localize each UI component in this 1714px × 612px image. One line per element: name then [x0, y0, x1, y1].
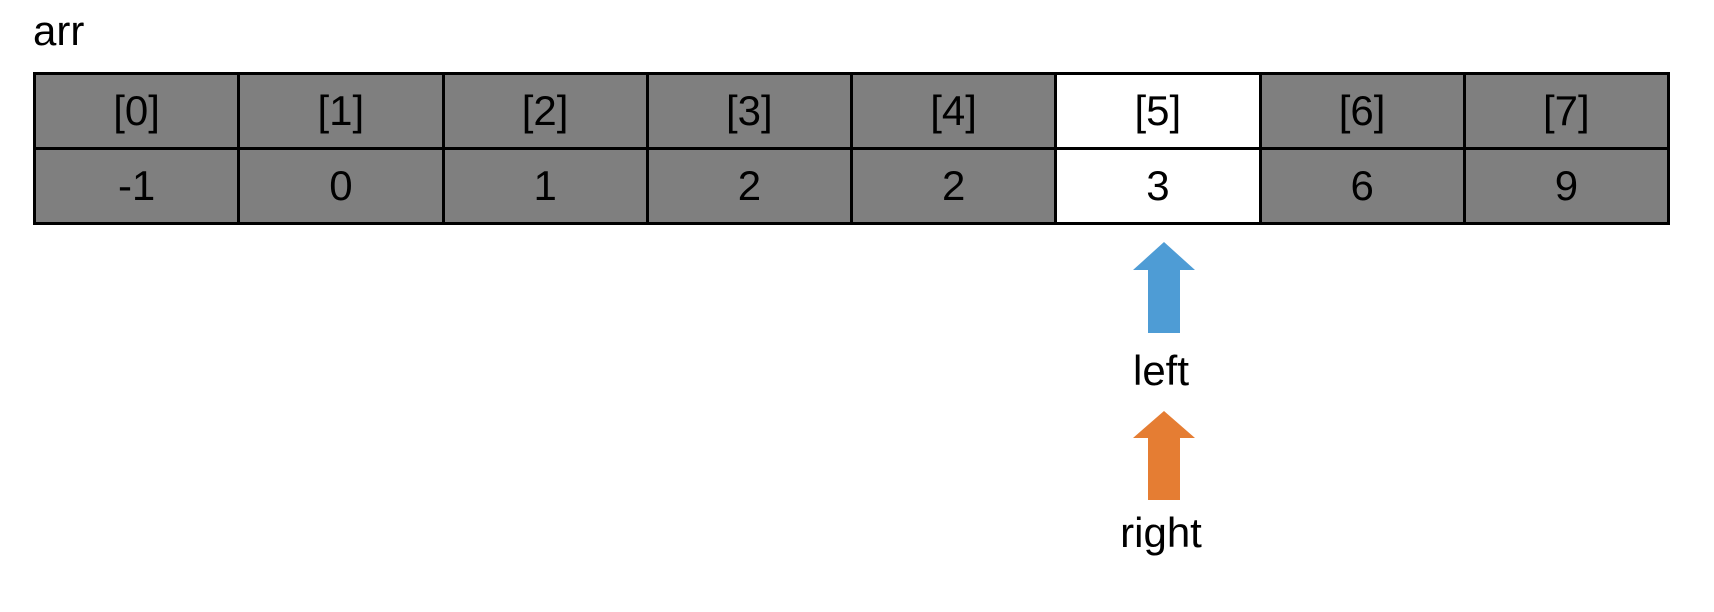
index-cell: [5]	[1054, 72, 1262, 150]
value-cell: 0	[237, 147, 445, 225]
left-pointer-up-arrow-icon	[1133, 242, 1195, 333]
up-arrow-shape	[1133, 411, 1195, 500]
value-cell: -1	[32, 147, 241, 225]
value-cell: 9	[1462, 147, 1671, 225]
array-name-label: arr	[33, 7, 85, 54]
index-cell: [7]	[1462, 72, 1671, 150]
index-cell: [2]	[441, 72, 649, 150]
value-cell: 2	[645, 147, 854, 225]
index-row: [0] [1] [2] [3] [4] [5] [6] [7]	[32, 72, 1671, 150]
value-row: -1 0 1 2 2 3 6 9	[32, 147, 1671, 225]
index-cell: [6]	[1258, 72, 1466, 150]
value-cell: 1	[441, 147, 649, 225]
array-table: [0] [1] [2] [3] [4] [5] [6] [7] -1 0 1 2…	[32, 72, 1671, 225]
index-cell: [0]	[32, 72, 241, 150]
up-arrow-shape	[1133, 242, 1195, 333]
index-cell: [3]	[645, 72, 854, 150]
index-cell: [4]	[849, 72, 1058, 150]
index-cell: [1]	[237, 72, 445, 150]
value-cell: 2	[849, 147, 1058, 225]
left-pointer-label: left	[1132, 347, 1190, 394]
right-pointer-up-arrow-icon	[1133, 411, 1195, 500]
value-cell: 6	[1258, 147, 1466, 225]
right-pointer-label: right	[1120, 509, 1202, 556]
value-cell: 3	[1054, 147, 1262, 225]
